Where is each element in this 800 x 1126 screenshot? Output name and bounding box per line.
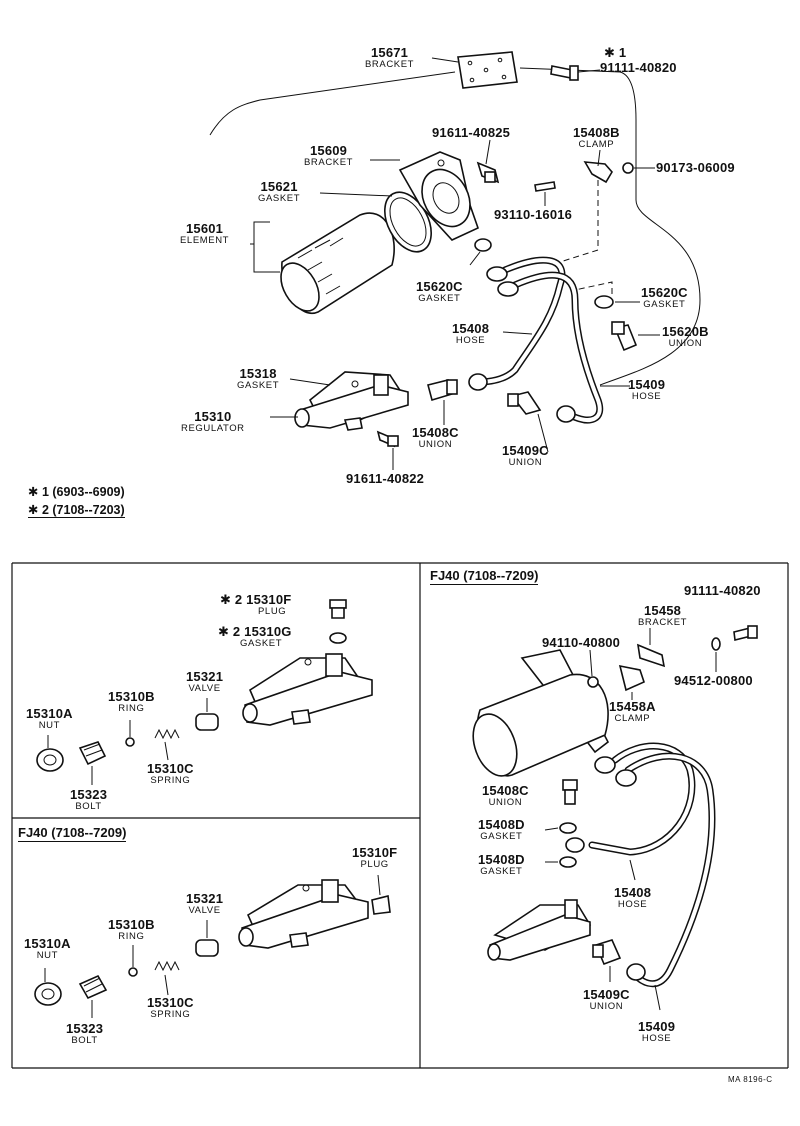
outline-line (209, 71, 456, 136)
bolt-93110 (534, 181, 556, 192)
union-15409c-fj40 (592, 939, 622, 966)
gasket-15620c-b (594, 295, 614, 309)
label-91111-40820-r: 91111-40820 (684, 583, 761, 598)
bolt-15323-b (78, 974, 108, 1000)
nut-94110 (587, 676, 599, 688)
ring-15310b-a (125, 737, 135, 747)
label-star1: ✱ 1 (604, 45, 627, 60)
clamp-15408b (583, 161, 613, 184)
bolt-91611-b (376, 430, 399, 448)
note-star2: ✱ 2 (7108--7203) (28, 503, 125, 518)
bracket-plate-15671 (457, 51, 518, 89)
label-91611-40825: 91611-40825 (432, 125, 511, 140)
box-title-bottom-left: FJ40 (7108--7209) (18, 825, 127, 842)
hose-15409-fj40 (624, 752, 716, 988)
outline-line (519, 67, 701, 386)
bolt-91111 (550, 65, 579, 81)
gasket-15408d-a (559, 822, 577, 834)
plug-15310f-b (371, 895, 391, 915)
bolt-91111-r (733, 625, 758, 641)
ring-15310b-b (128, 967, 138, 977)
label-94512-00800: 94512-00800 (674, 673, 753, 688)
gasket-15310g (329, 632, 347, 644)
washer-94512 (711, 637, 721, 651)
union-15408c-fj40 (562, 779, 578, 805)
drawing-code: MA 8196-C (728, 1075, 773, 1084)
nut-15310a-b (34, 982, 62, 1006)
filter-bracket-15609 (398, 151, 479, 241)
valve-15321-b (195, 939, 219, 957)
gasket-ring-15621 (384, 191, 432, 253)
union-15409c (507, 391, 542, 415)
label-94110-40800: 94110-40800 (542, 635, 621, 650)
label-93110-16016: 93110-16016 (494, 207, 573, 222)
plug-15310f-a (329, 599, 347, 609)
regulator-exploded-b (238, 879, 369, 949)
gasket-15620c-a (474, 238, 492, 252)
nut-90173 (622, 162, 634, 174)
box-title-right: FJ40 (7108--7209) (430, 568, 539, 585)
note-star1: ✱ 1 (6903--6909) (28, 485, 125, 499)
gasket-15408d-b (559, 856, 577, 868)
label-90173-06009: 90173-06009 (656, 160, 735, 175)
oil-filter-element (280, 212, 395, 315)
label-91611-40822: 91611-40822 (346, 471, 425, 486)
regulator-exploded-a (242, 653, 373, 726)
bracket-15458 (636, 643, 666, 668)
valve-15321-a (195, 713, 219, 731)
regulator-fj40 (487, 899, 592, 961)
union-15408c (427, 379, 458, 402)
label-91111-40820: 91111-40820 (600, 60, 677, 75)
bolt-15323-a (78, 741, 107, 766)
nut-15310a-a (36, 748, 64, 772)
spring-15310c-a (154, 728, 180, 740)
spring-15310c-b (154, 960, 180, 972)
regulator-15310 (294, 371, 409, 431)
clamp-15458a (618, 664, 645, 692)
union-15620b (611, 321, 638, 352)
bolt-91611-a (476, 161, 500, 184)
oil-filter-fj40 (472, 649, 610, 777)
